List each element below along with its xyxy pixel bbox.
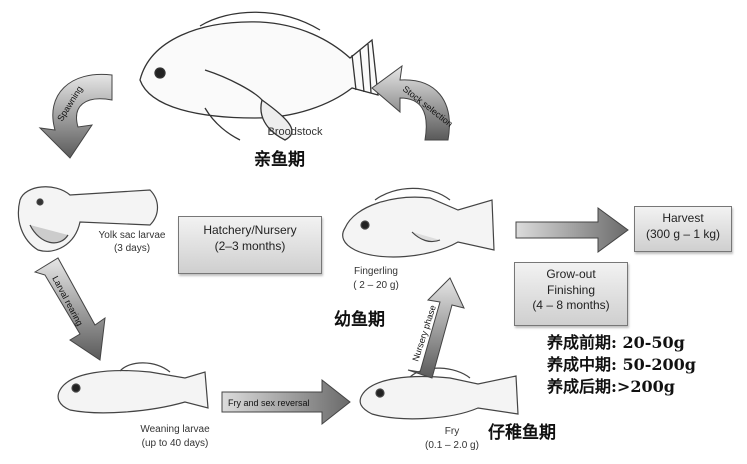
harvest-box: Harvest (300 g – 1 kg) (634, 206, 732, 252)
fry-label: Fry (432, 426, 472, 438)
fry-weight: (0.1 – 2.0 g) (412, 440, 492, 452)
fingerling-drawing (343, 188, 494, 257)
fingerling-cn-label: 幼鱼期 (334, 305, 385, 330)
broodstock-cn-label: 亲鱼期 (254, 145, 305, 170)
growout-stage-middle: 养成中期: 50-200g (547, 354, 696, 376)
hatchery-line1: Hatchery/Nursery (179, 223, 321, 239)
weaning-larva-drawing (58, 363, 208, 413)
fingerling-label: Fingerling (336, 266, 416, 278)
growout-stage-early: 养成前期: 20-50g (547, 332, 696, 354)
fry-cn-label: 仔稚鱼期 (488, 418, 556, 443)
weaning-duration: (up to 40 days) (120, 438, 230, 450)
fry-drawing (360, 368, 518, 419)
hatchery-line2: (2–3 months) (179, 239, 321, 255)
harvest-line1: Harvest (635, 211, 731, 227)
growout-stage-list: 养成前期: 20-50g 养成中期: 50-200g 养成后期:>200g (547, 332, 696, 398)
growout-line2: Finishing (515, 283, 627, 299)
fry-sex-reversal-label: Fry and sex reversal (228, 398, 310, 408)
broodstock-label: Broodstock (240, 126, 350, 139)
growout-line1: Grow-out (515, 267, 627, 283)
hatchery-nursery-box: Hatchery/Nursery (2–3 months) (178, 216, 322, 274)
weaning-label: Weaning larvae (120, 424, 230, 436)
harvest-arrow (516, 208, 628, 252)
nursery-phase-arrow (408, 278, 464, 378)
growout-stage-late: 养成后期:>200g (547, 376, 696, 398)
growout-finishing-box: Grow-out Finishing (4 – 8 months) (514, 262, 628, 326)
yolk-sac-duration: (3 days) (82, 243, 182, 255)
growout-line3: (4 – 8 months) (515, 298, 627, 314)
yolk-sac-larva-drawing (18, 187, 157, 251)
stock-selection-arrow (372, 66, 449, 140)
fingerling-weight: ( 2 – 20 g) (336, 280, 416, 292)
yolk-sac-label: Yolk sac larvae (82, 230, 182, 242)
broodstock-fish-drawing (140, 12, 378, 140)
harvest-line2: (300 g – 1 kg) (635, 227, 731, 243)
